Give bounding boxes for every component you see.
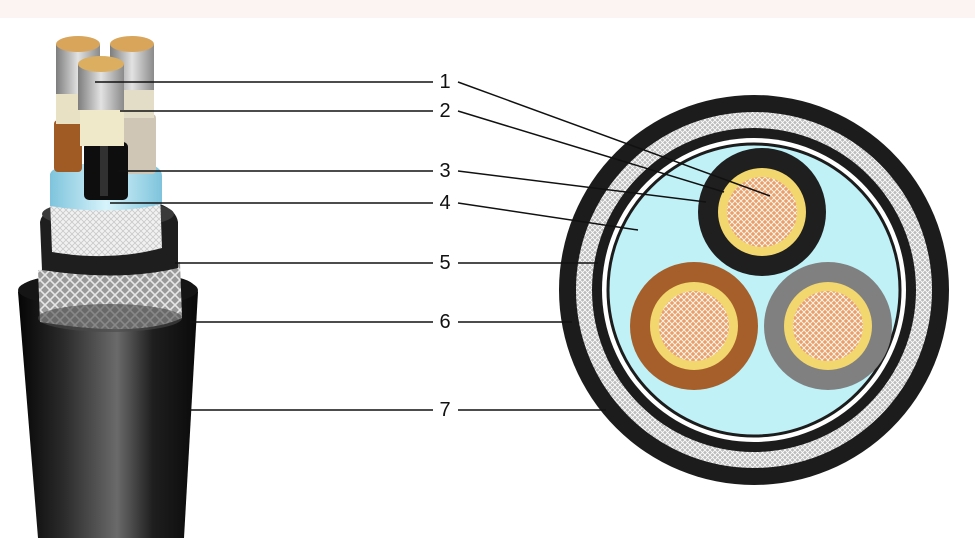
callout-label-4: 4 xyxy=(439,192,451,214)
cable-cross-section xyxy=(559,95,949,485)
callout-line-1-right xyxy=(457,81,771,197)
callout-line-4-right xyxy=(457,202,639,231)
core-tape-left xyxy=(56,90,82,124)
outer-sheath xyxy=(18,278,198,538)
callout-line-2-right xyxy=(457,110,725,193)
callout-label-5: 5 xyxy=(439,252,451,274)
core-grey-conductor xyxy=(793,291,863,361)
callout-label-7: 7 xyxy=(439,399,451,421)
conductor-right-end xyxy=(110,36,154,52)
cable-cutaway xyxy=(18,36,198,538)
core-tape-right xyxy=(124,86,154,118)
callout-label-3: 3 xyxy=(439,160,451,182)
core-insulation-grey xyxy=(124,114,156,174)
callout-lines xyxy=(95,81,771,411)
top-band xyxy=(0,0,975,18)
callout-label-1: 1 xyxy=(439,71,451,93)
conductor-front-end xyxy=(78,56,124,72)
core-black-highlight xyxy=(100,146,108,196)
callout-label-6: 6 xyxy=(439,311,451,333)
callout-line-3-right xyxy=(457,170,707,203)
core-brown-conductor xyxy=(659,291,729,361)
core-insulation-brown xyxy=(54,120,82,172)
callout-label-2: 2 xyxy=(439,100,451,122)
armour-cut-edge xyxy=(38,304,182,332)
conductor-left-end xyxy=(56,36,100,52)
core-tape-middle xyxy=(80,108,124,146)
core-black-conductor xyxy=(727,177,797,247)
